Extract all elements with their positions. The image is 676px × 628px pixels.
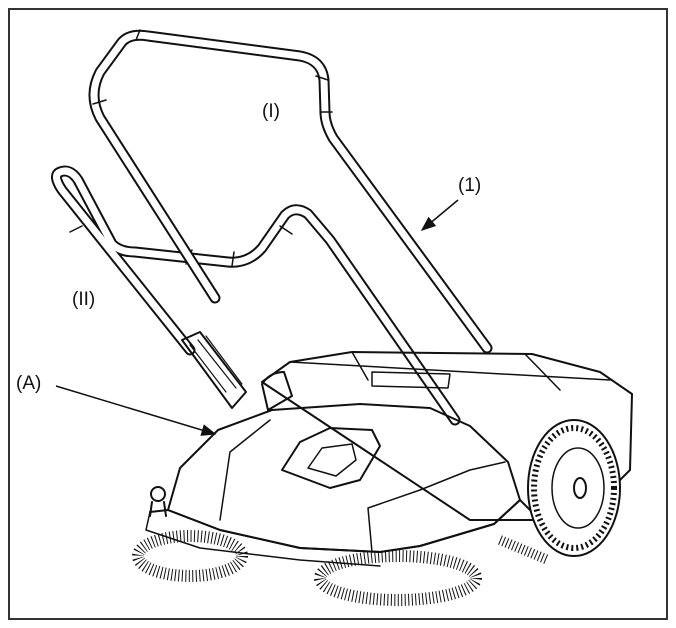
handle-position-two: [51, 165, 461, 426]
rear-wheel: [527, 419, 621, 557]
handle-joint: [181, 331, 247, 409]
side-brush-left: [132, 530, 248, 582]
label-position-one: (I): [262, 101, 280, 122]
sweeper-body: [145, 351, 633, 567]
left-wheel: [261, 371, 293, 411]
side-brush-right: [314, 550, 482, 606]
arrow-part-one: [420, 199, 459, 231]
arrow-part-a: [55, 385, 217, 436]
label-part-a: (A): [16, 373, 41, 394]
label-part-one: (1): [458, 175, 481, 196]
label-position-two: (II): [72, 289, 95, 310]
handle-position-one: [88, 29, 493, 354]
